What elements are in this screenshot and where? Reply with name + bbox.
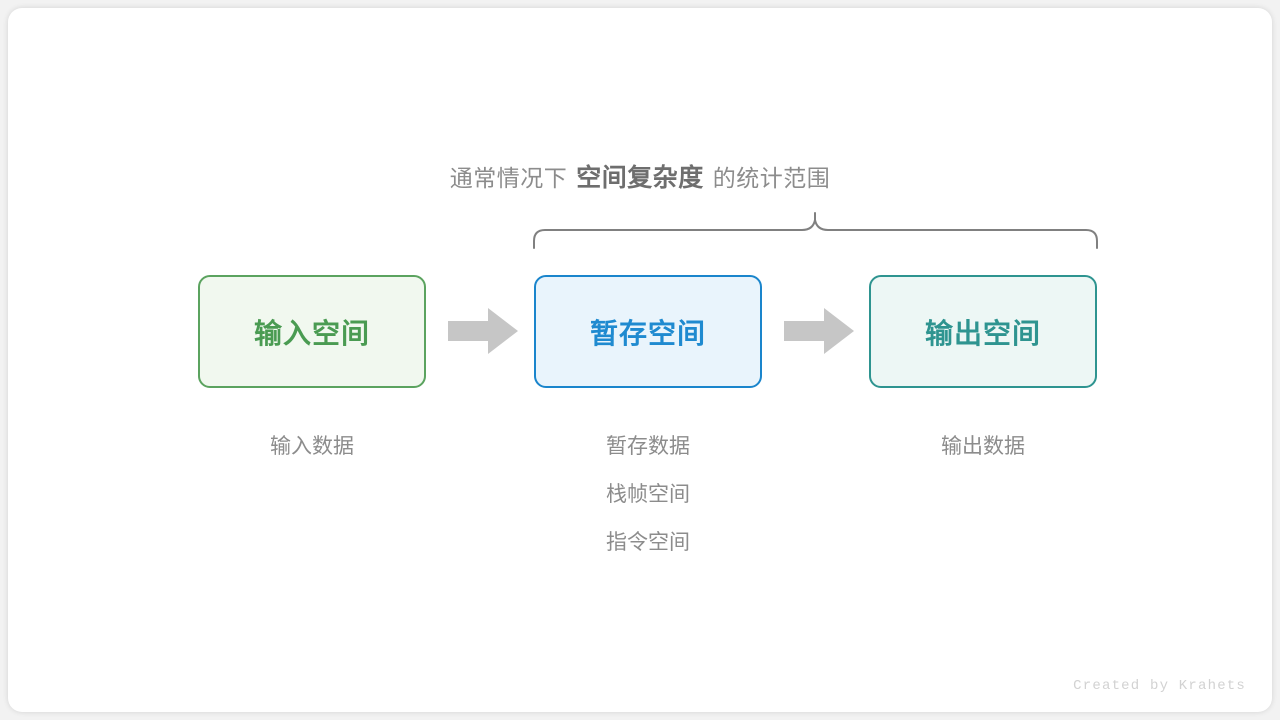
- caption-input: 输入数据: [182, 423, 442, 471]
- diagram-title: 通常情况下空间复杂度的统计范围: [8, 158, 1272, 194]
- arrow-temp-to-output-icon: [784, 308, 854, 359]
- box-input-space-label: 输入空间: [253, 317, 370, 349]
- slide-card: 通常情况下空间复杂度的统计范围 输入空间 暂存空间 输出空间 输入数据 暂存数据…: [8, 8, 1272, 712]
- caption-input-line-1: 输入数据: [270, 435, 354, 458]
- watermark: Created by Krahets: [1073, 678, 1246, 694]
- box-output-space[interactable]: 输出空间: [869, 275, 1097, 388]
- scope-brace: [525, 203, 1115, 263]
- caption-temp-line-2: 栈帧空间: [606, 483, 690, 506]
- box-temp-space[interactable]: 暂存空间: [534, 275, 762, 388]
- box-temp-space-label: 暂存空间: [589, 317, 706, 349]
- caption-output: 输出数据: [853, 423, 1113, 471]
- box-output-space-label: 输出空间: [924, 317, 1041, 349]
- box-input-space[interactable]: 输入空间: [198, 275, 426, 388]
- caption-temp: 暂存数据 栈帧空间 指令空间: [518, 423, 778, 567]
- caption-temp-line-3: 指令空间: [606, 531, 690, 554]
- arrow-input-to-temp-icon: [448, 308, 518, 359]
- caption-temp-line-1: 暂存数据: [606, 435, 690, 458]
- title-suffix: 的统计范围: [712, 165, 831, 191]
- title-emphasis: 空间复杂度: [576, 164, 704, 192]
- caption-output-line-1: 输出数据: [941, 435, 1025, 458]
- title-prefix: 通常情况下: [449, 165, 568, 191]
